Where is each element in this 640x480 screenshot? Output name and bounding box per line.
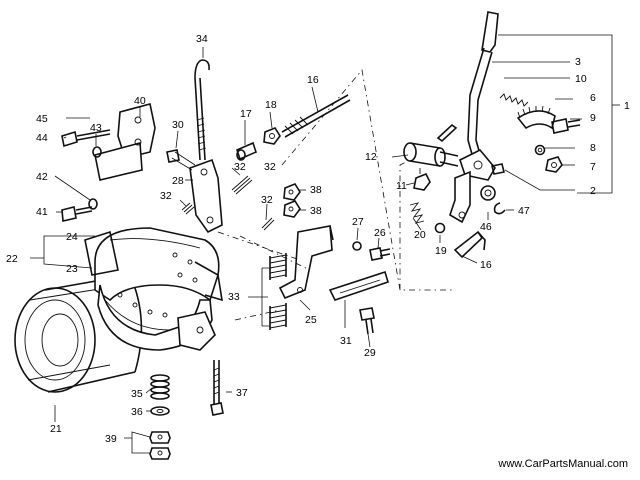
bolt (61, 129, 111, 148)
washer (352, 241, 362, 251)
nut (545, 156, 563, 173)
callout-34: 34 (196, 33, 208, 45)
stud (261, 217, 275, 231)
callout-41: 41 (36, 206, 48, 218)
callout-21: 21 (50, 423, 62, 435)
pin (491, 163, 505, 175)
callout-36: 36 (131, 406, 143, 418)
callout-38-b: 38 (310, 205, 322, 217)
callout-32-a: 32 (264, 161, 276, 173)
callout-29: 29 (364, 347, 376, 359)
callout-26: 26 (374, 227, 386, 239)
callout-32-d: 32 (261, 194, 273, 206)
callout-46: 46 (480, 221, 492, 233)
clevis-pin (236, 141, 257, 161)
callout-7: 7 (590, 161, 596, 173)
callout-39: 39 (105, 433, 117, 445)
assembly-lines (217, 69, 455, 321)
callout-19: 19 (435, 245, 447, 257)
watermark-text: www.CarPartsManual.com (498, 458, 628, 470)
return-spring (269, 303, 287, 330)
callout-3: 3 (575, 56, 581, 68)
washer (534, 144, 546, 156)
spring (150, 374, 170, 400)
callout-10: 10 (575, 73, 587, 85)
callout-33: 33 (228, 291, 240, 303)
callout-18: 18 (265, 99, 277, 111)
washer (92, 146, 102, 158)
nut (149, 431, 171, 444)
callout-40: 40 (134, 95, 146, 107)
bolt (61, 198, 98, 222)
washer (150, 406, 170, 416)
callout-32-c: 32 (160, 190, 172, 202)
callout-1: 1 (624, 100, 630, 112)
callout-28: 28 (172, 175, 184, 187)
callout-17: 17 (240, 108, 252, 120)
callout-6: 6 (590, 92, 596, 104)
callout-37: 37 (236, 387, 248, 399)
callout-23: 23 (66, 263, 78, 275)
lever-shaft (403, 142, 459, 167)
brake-drum (14, 274, 143, 393)
callout-20: 20 (414, 229, 426, 241)
brake-rod (281, 94, 351, 138)
callout-labels: 1 2 3 6 7 8 9 10 11 12 16 16 17 18 19 20… (6, 33, 630, 445)
spring (409, 202, 425, 224)
nut (283, 183, 301, 201)
brake-band (84, 227, 223, 351)
washer (480, 185, 496, 201)
nut (283, 200, 301, 218)
lever (171, 151, 223, 234)
pin (436, 123, 458, 143)
washer (434, 222, 446, 234)
hand-lever (449, 11, 499, 224)
callout-24: 24 (66, 231, 78, 243)
bolt (359, 307, 375, 335)
brake-rod (453, 230, 486, 259)
callout-47: 47 (518, 205, 530, 217)
bolt (369, 247, 391, 261)
bolt (210, 360, 224, 416)
callout-25: 25 (305, 314, 317, 326)
callout-35: 35 (131, 388, 143, 400)
callout-43: 43 (90, 122, 102, 134)
adjusting-rod (194, 59, 210, 161)
bracket (94, 103, 156, 181)
callout-42: 42 (36, 171, 48, 183)
callout-12: 12 (365, 151, 377, 163)
callout-9: 9 (590, 112, 596, 124)
spring (499, 93, 529, 107)
callout-27: 27 (352, 216, 364, 228)
callout-32-b: 32 (234, 161, 246, 173)
clip (493, 202, 506, 215)
callout-22: 22 (6, 253, 18, 265)
callout-45: 45 (36, 113, 48, 125)
callout-8: 8 (590, 142, 596, 154)
callout-44: 44 (36, 132, 48, 144)
callout-31: 31 (340, 335, 352, 347)
stopper-plate (328, 270, 389, 301)
nut (263, 127, 281, 145)
callout-16-lower: 16 (480, 259, 492, 271)
callout-30: 30 (172, 119, 184, 131)
ratchet-sector (516, 105, 556, 130)
bracket-plate (278, 225, 334, 300)
leader-lines (30, 34, 620, 454)
grease-nipple (413, 168, 431, 191)
pin (166, 149, 180, 163)
callout-38-a: 38 (310, 184, 322, 196)
callout-2: 2 (590, 185, 596, 197)
stud (231, 175, 253, 195)
callout-11: 11 (396, 180, 407, 192)
nut (149, 447, 171, 460)
bolt (551, 118, 581, 134)
stud (181, 202, 195, 215)
callout-16-upper: 16 (307, 74, 319, 86)
